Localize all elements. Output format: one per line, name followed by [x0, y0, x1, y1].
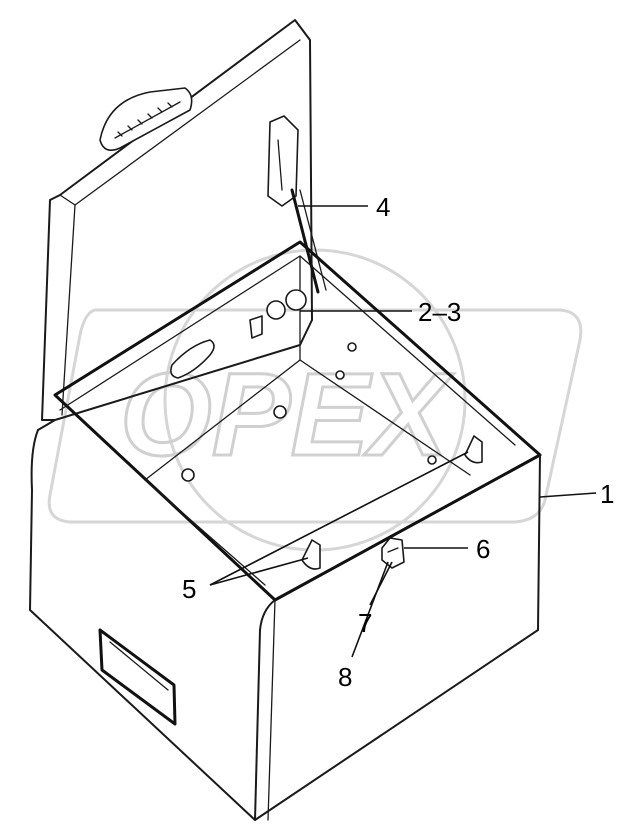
- callout-5: 5: [182, 574, 196, 604]
- lock-assembly: [381, 537, 405, 569]
- leader-lines: [209, 205, 597, 658]
- lid-support-strut: [267, 115, 327, 294]
- box-body: [29, 240, 542, 821]
- callout-2-3: 2–3: [418, 297, 461, 327]
- callout-8: 8: [338, 662, 352, 692]
- latch-left: [301, 539, 321, 570]
- callout-4: 4: [376, 192, 390, 222]
- callout-7: 7: [358, 608, 372, 638]
- lid: [41, 19, 313, 421]
- opex-watermark: OPEX: [47, 248, 583, 552]
- callout-1: 1: [600, 479, 614, 509]
- callouts: 4 2–3 1 6 5 7 8: [182, 192, 614, 692]
- callout-6: 6: [476, 534, 490, 564]
- hinge-assembly: [249, 289, 307, 339]
- latch-right: [464, 435, 483, 464]
